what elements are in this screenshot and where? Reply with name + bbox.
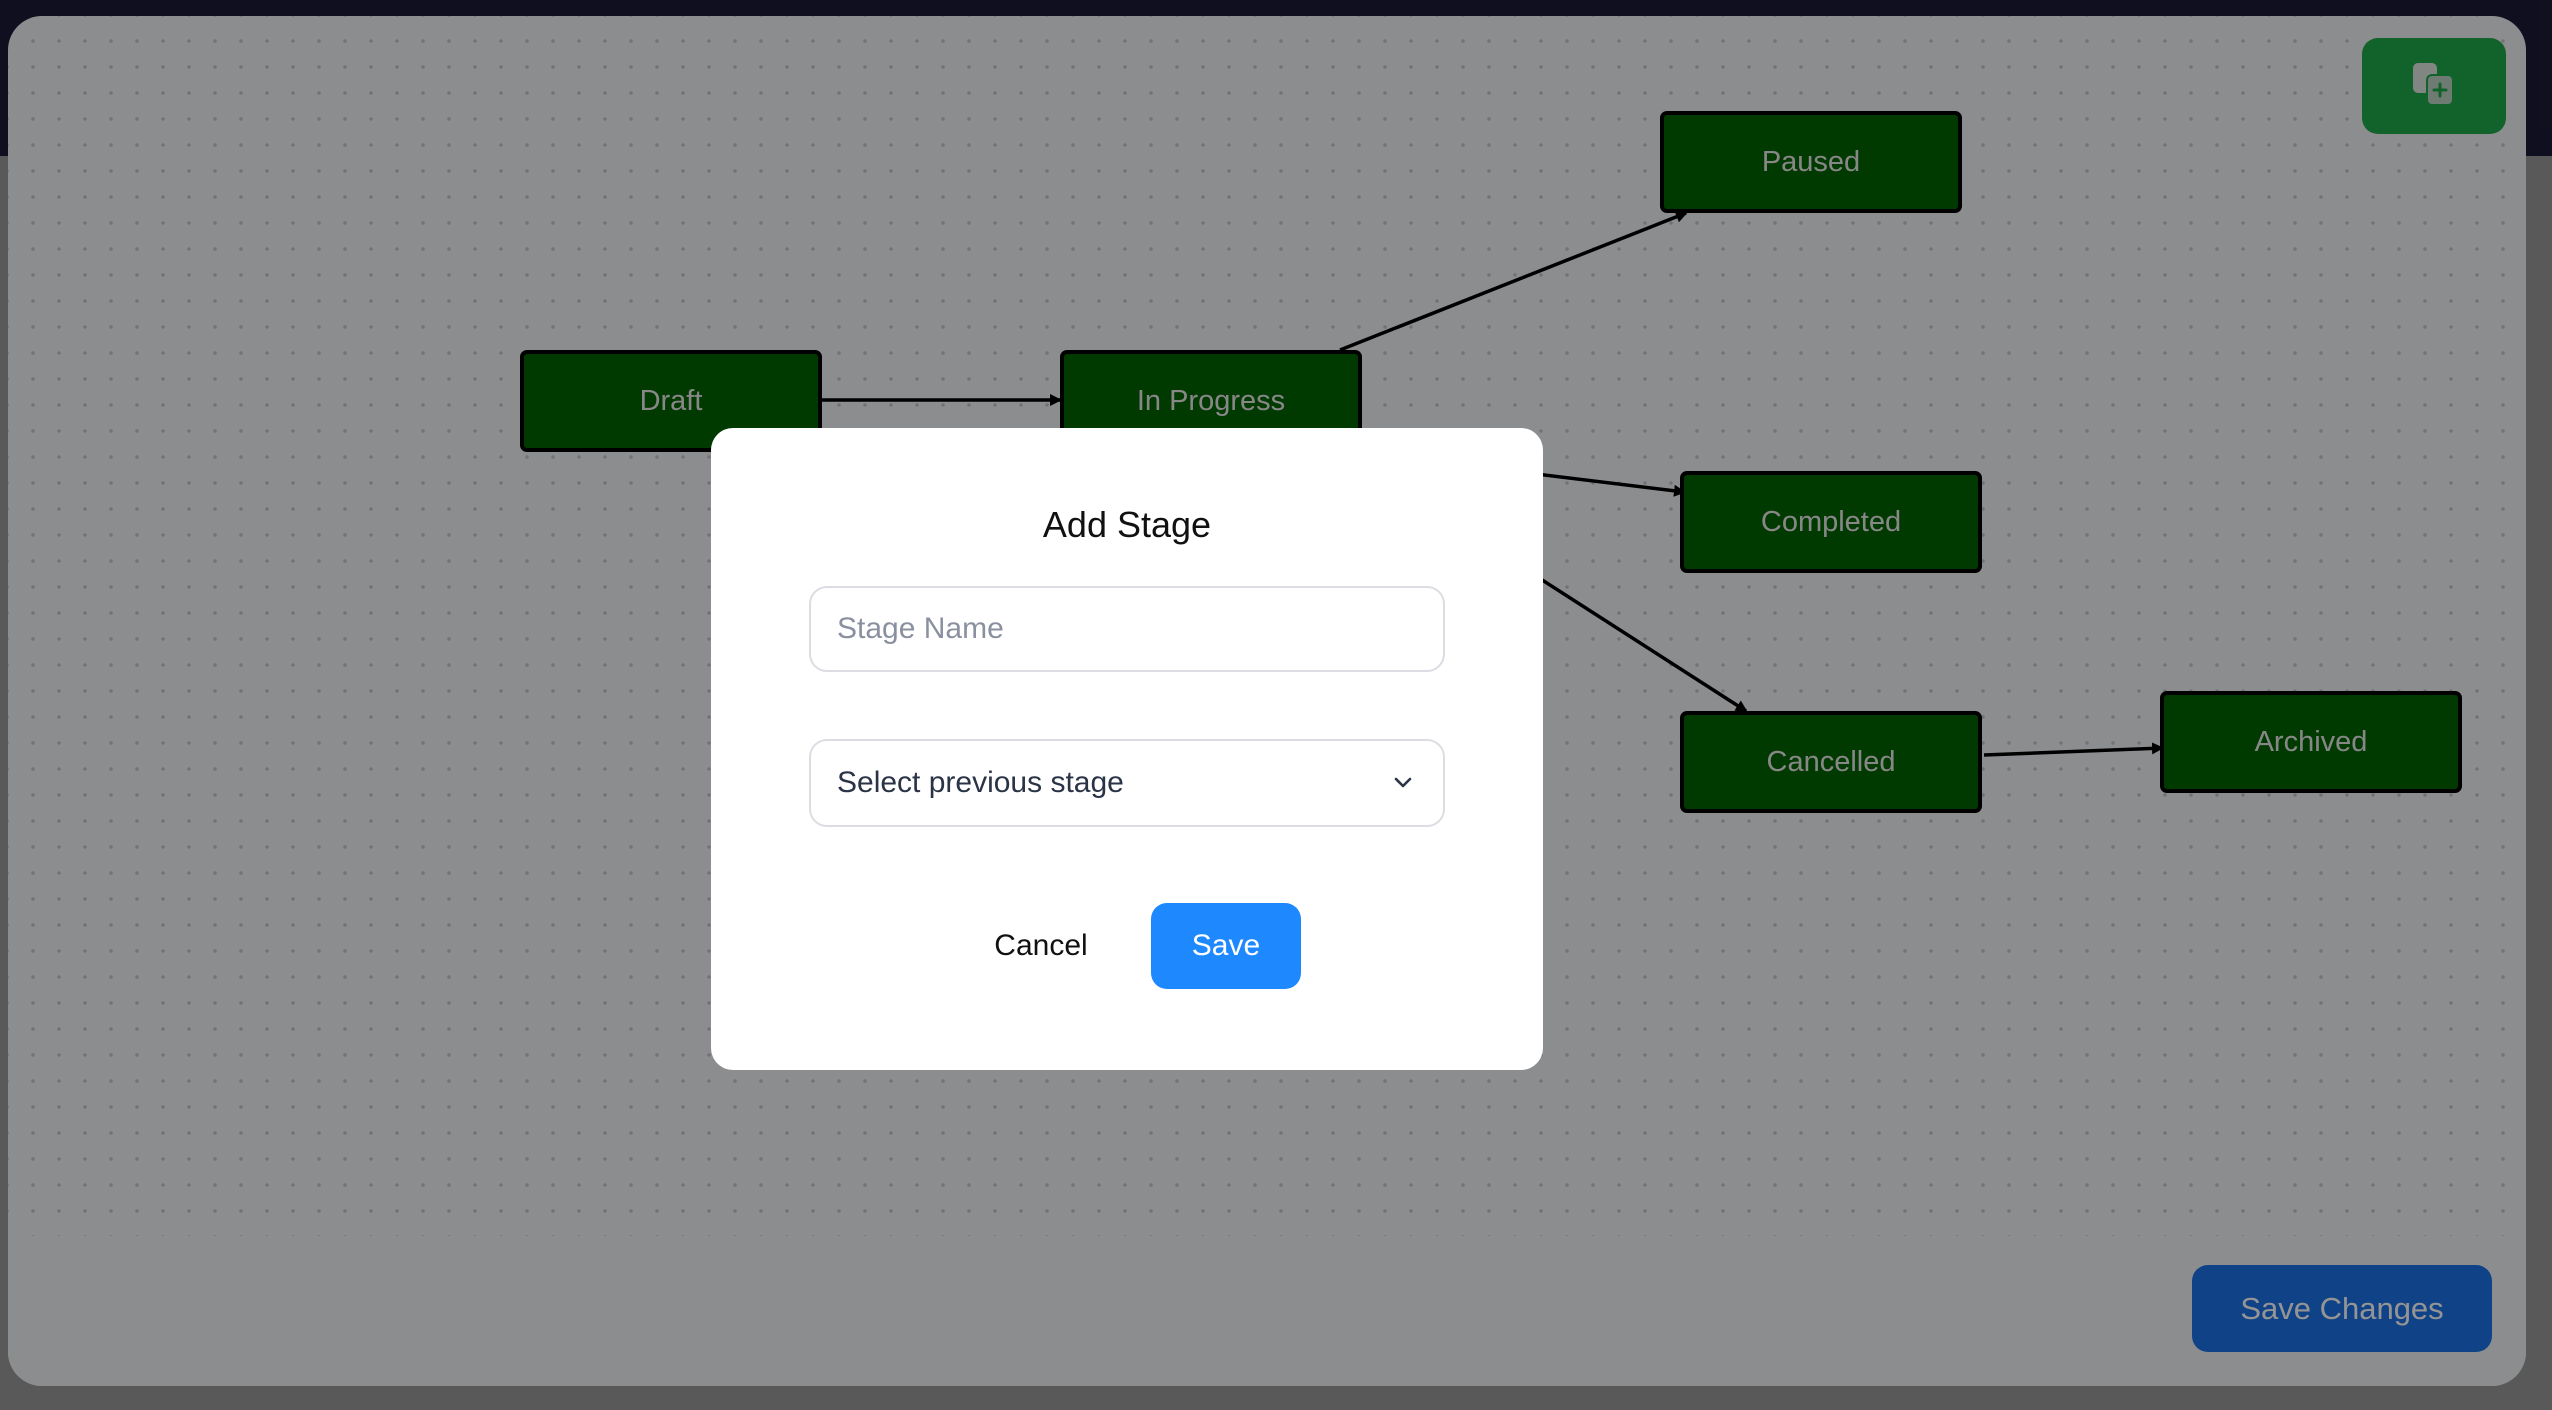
node-cancelled[interactable]: Cancelled xyxy=(1680,711,1982,813)
add-stage-dialog: Add Stage Select previous stage Cancel S… xyxy=(711,428,1543,1070)
save-changes-button[interactable]: Save Changes xyxy=(2192,1265,2492,1352)
edge-in-progress-to-paused xyxy=(1339,211,1688,352)
cancel-button[interactable]: Cancel xyxy=(994,929,1088,962)
stage-name-input[interactable] xyxy=(809,586,1445,672)
chevron-down-icon xyxy=(1394,777,1412,788)
canvas-footer-area xyxy=(8,1236,2526,1386)
node-completed[interactable]: Completed xyxy=(1680,471,1982,573)
copy-plus-icon xyxy=(2413,63,2454,106)
previous-stage-select[interactable]: Select previous stage xyxy=(809,739,1445,827)
previous-stage-select-value: Select previous stage xyxy=(837,766,1124,799)
dialog-title: Add Stage xyxy=(1042,504,1212,545)
save-button[interactable]: Save xyxy=(1151,903,1301,989)
node-archived[interactable]: Archived xyxy=(2160,691,2462,793)
node-paused[interactable]: Paused xyxy=(1660,111,1962,213)
add-stage-button[interactable] xyxy=(2362,38,2506,134)
edge-cancelled-to-archived xyxy=(1983,742,2164,757)
